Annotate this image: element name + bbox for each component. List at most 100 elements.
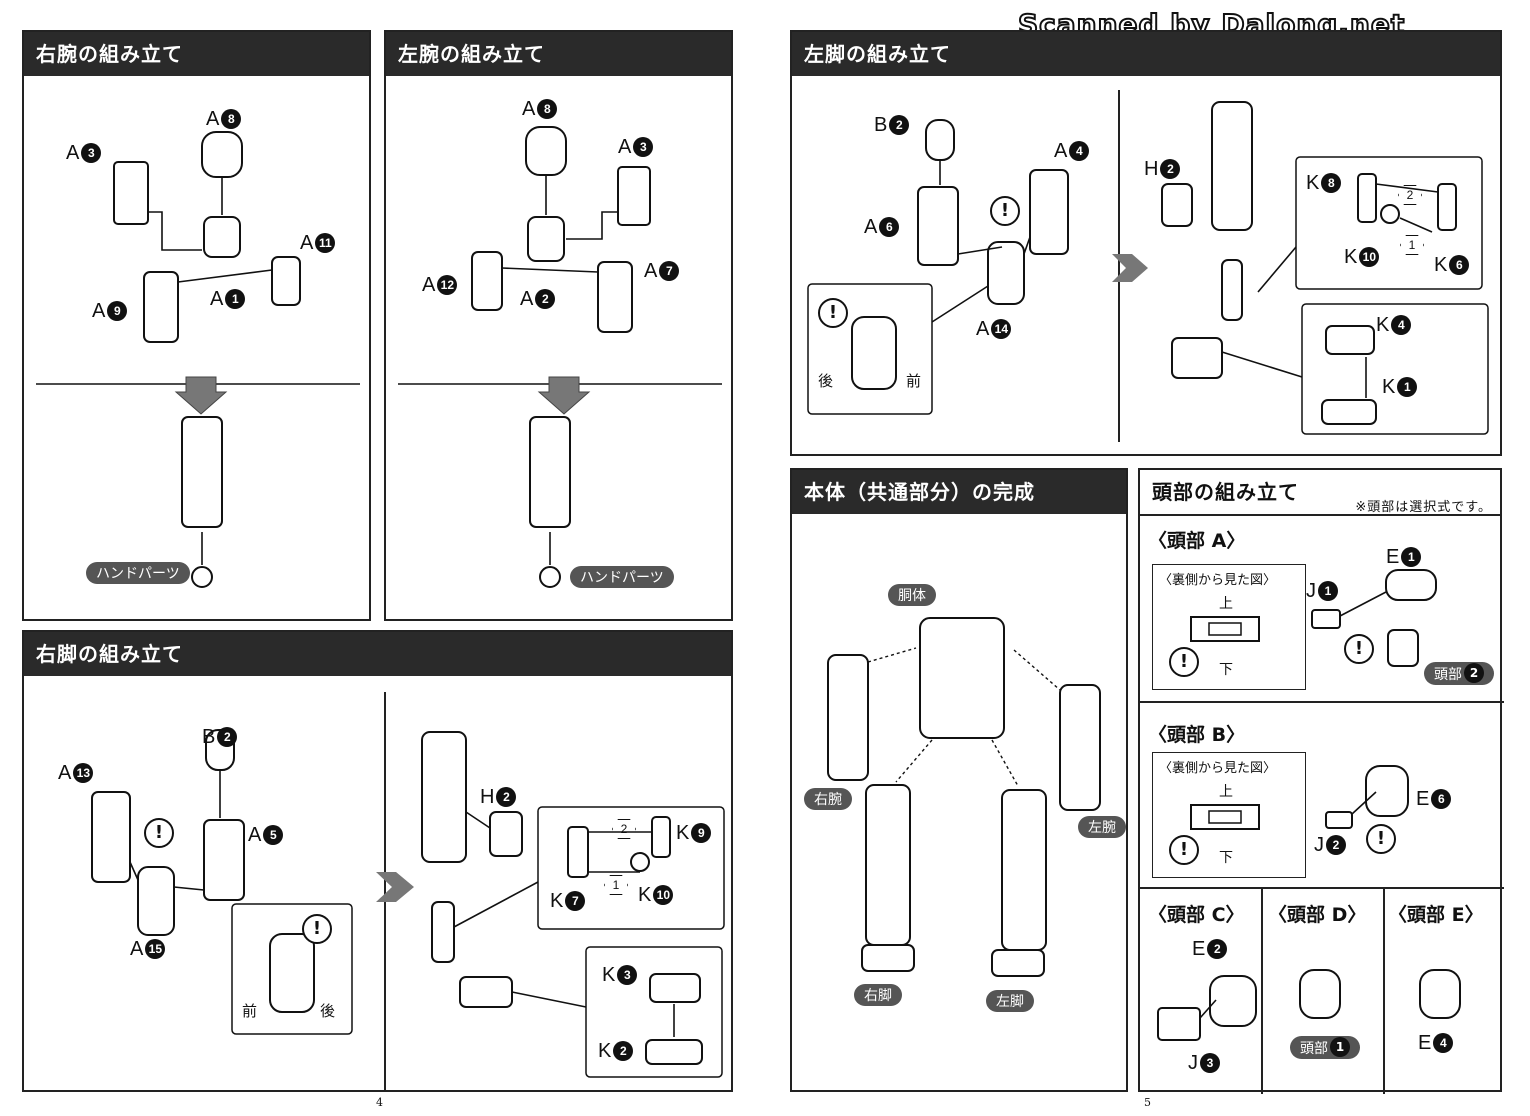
panel-title: 本体（共通部分）の完成 bbox=[792, 470, 1126, 514]
right-arm-diagram bbox=[36, 131, 360, 588]
right-leg-diagram bbox=[91, 729, 725, 1078]
down-label: 下 bbox=[1219, 849, 1233, 865]
back-label: 後 bbox=[818, 373, 834, 390]
left-leg-tag: 左脚 bbox=[986, 990, 1034, 1012]
panel-right-leg: 右脚の組み立て bbox=[22, 630, 733, 1092]
caution-icon: ! bbox=[1366, 824, 1396, 854]
head-b-back-view: 〈裏側から見た図〉 上 下 ! bbox=[1152, 752, 1306, 878]
head-b-title: 〈頭部 B〉 bbox=[1148, 724, 1246, 746]
caution-icon: ! bbox=[990, 196, 1020, 226]
step-1: 1 bbox=[604, 872, 628, 895]
panel-title: 右脚の組み立て bbox=[24, 632, 731, 676]
panel-head-assembly: 頭部の組み立て ※頭部は選択式です。 〈頭部 A〉 〈裏側から見た図〉 上 下 … bbox=[1138, 468, 1504, 1094]
panel-title-text: 頭部の組み立て bbox=[1152, 480, 1299, 504]
head-e-title: 〈頭部 E〉 bbox=[1388, 904, 1484, 926]
caution-icon: ! bbox=[818, 298, 848, 328]
head-a-back-view: 〈裏側から見た図〉 上 下 ! bbox=[1152, 564, 1306, 690]
panel-left-leg: 左脚の組み立て bbox=[790, 30, 1502, 456]
panel-title: 頭部の組み立て ※頭部は選択式です。 bbox=[1140, 470, 1500, 516]
hand-parts-tag: ハンドパーツ bbox=[86, 562, 190, 584]
page-number-right: 5 bbox=[1144, 1096, 1151, 1109]
left-arm-tag: 左腕 bbox=[1078, 816, 1126, 838]
back-view-shape bbox=[1190, 616, 1260, 642]
divider bbox=[1118, 90, 1120, 442]
head-a-title: 〈頭部 A〉 bbox=[1148, 530, 1246, 552]
head-d-title: 〈頭部 D〉 bbox=[1268, 904, 1367, 926]
right-leg-tag: 右脚 bbox=[854, 984, 902, 1006]
body-diagram bbox=[827, 617, 1101, 977]
hand-parts-tag: ハンドパーツ bbox=[570, 566, 674, 588]
left-leg-diagram bbox=[807, 101, 1489, 435]
back-view-shape bbox=[1190, 804, 1260, 830]
torso-tag: 胴体 bbox=[888, 584, 936, 606]
left-arm-diagram bbox=[398, 126, 722, 588]
step-2: 2 bbox=[612, 816, 636, 839]
head-c-title: 〈頭部 C〉 bbox=[1148, 904, 1245, 926]
up-label: 上 bbox=[1219, 595, 1233, 611]
panel-title: 左腕の組み立て bbox=[386, 32, 731, 76]
divider bbox=[384, 692, 386, 1092]
caution-icon: ! bbox=[1169, 647, 1199, 677]
front-label: 前 bbox=[242, 1003, 258, 1020]
caution-icon: ! bbox=[1344, 634, 1374, 664]
step-2: 2 bbox=[1398, 182, 1422, 205]
selection-note: ※頭部は選択式です。 bbox=[1355, 500, 1492, 515]
caution-icon: ! bbox=[302, 914, 332, 944]
panel-title: 右腕の組み立て bbox=[24, 32, 369, 76]
right-arm-tag: 右腕 bbox=[804, 788, 852, 810]
front-label: 前 bbox=[906, 373, 922, 390]
back-label: 後 bbox=[320, 1003, 336, 1020]
up-label: 上 bbox=[1219, 783, 1233, 799]
caution-icon: ! bbox=[144, 818, 174, 848]
view-caption: 〈裏側から見た図〉 bbox=[1159, 572, 1277, 587]
panel-title: 左脚の組み立て bbox=[792, 32, 1500, 76]
page-number-left: 4 bbox=[376, 1096, 383, 1109]
head-diagram bbox=[1140, 569, 1504, 1094]
caution-icon: ! bbox=[1169, 835, 1199, 865]
down-label: 下 bbox=[1219, 661, 1233, 677]
panel-body-complete: 本体（共通部分）の完成 胴体 右腕 左腕 右脚 左脚 bbox=[790, 468, 1128, 1092]
step-1: 1 bbox=[1400, 232, 1424, 255]
